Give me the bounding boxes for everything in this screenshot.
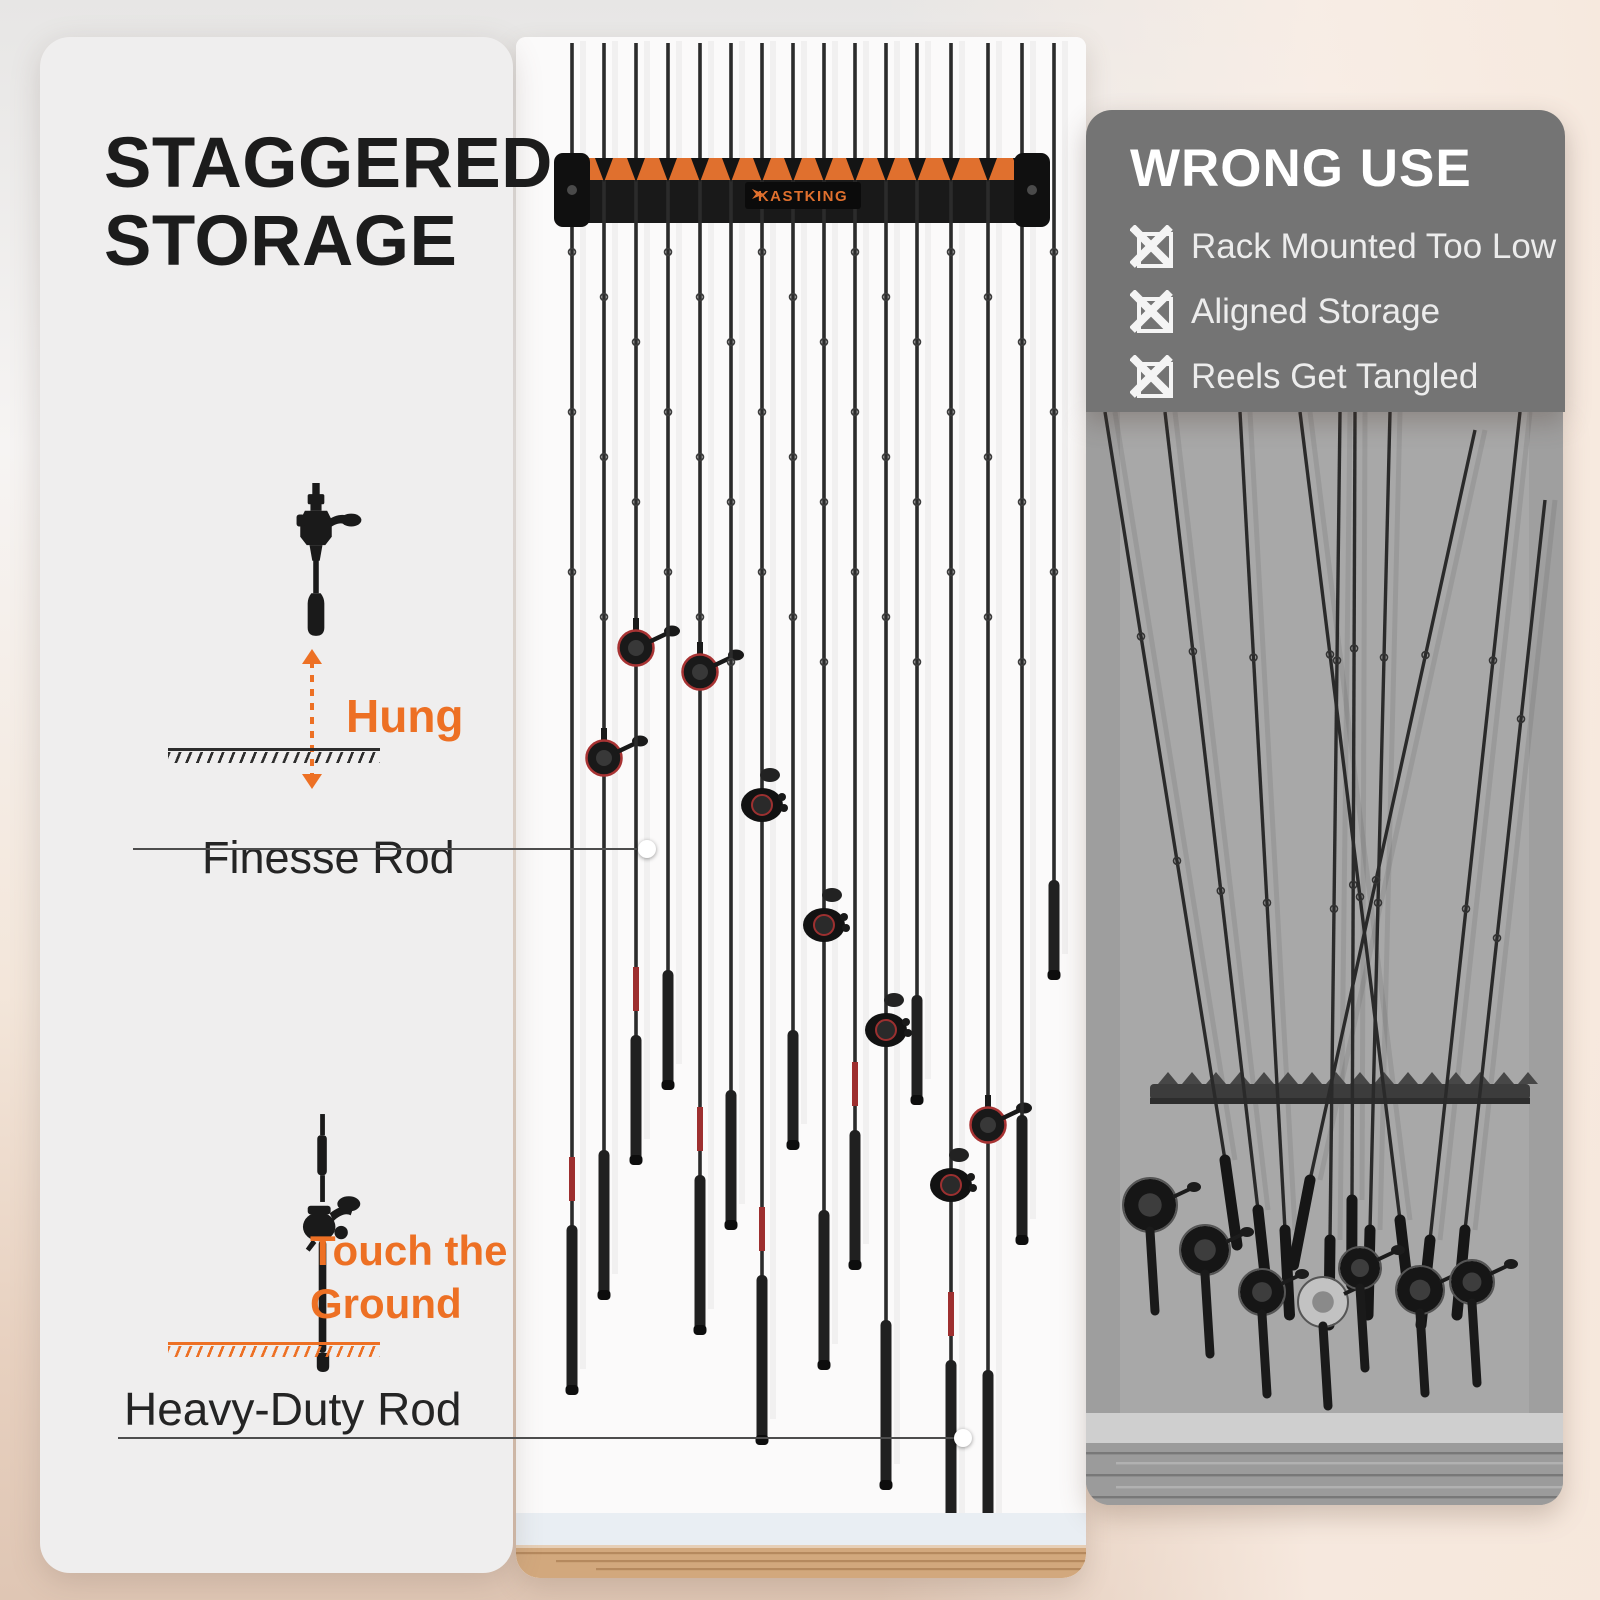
title-line-1: STAGGERED	[104, 124, 553, 203]
wrong-use-item-label: Reels Get Tangled	[1191, 357, 1479, 396]
wrong-use-photo	[1086, 412, 1563, 1505]
list-item: Aligned Storage	[1130, 290, 1565, 334]
title-line-2: STORAGE	[104, 202, 458, 281]
crossed-checkbox-icon	[1130, 355, 1173, 398]
rod-rack-photo-graphic: KASTKING	[516, 37, 1086, 1578]
hung-rod-icon	[296, 483, 362, 636]
heavy-duty-rod-label: Heavy-Duty Rod	[124, 1383, 462, 1435]
heavy-callout-line	[118, 1429, 972, 1447]
crossed-checkbox-icon	[1130, 225, 1173, 268]
wrong-use-title: WRONG USE	[1130, 139, 1472, 198]
finesse-rod-label: Finesse Rod	[202, 832, 455, 883]
hung-distance-arrow	[302, 649, 322, 789]
crossed-checkbox-icon	[1130, 290, 1173, 333]
staggered-storage-panel: STAGGERED STORAGE Hung Finesse Rod	[40, 37, 552, 1573]
staggered-storage-photo: KASTKING	[516, 37, 1086, 1578]
ground-line-hung	[168, 748, 380, 765]
list-item: Reels Get Tangled	[1130, 355, 1565, 399]
heavy-callout-dot	[954, 1429, 972, 1447]
page-title: STAGGERED STORAGE	[104, 125, 553, 281]
touch-the-ground-label: Touch the Ground	[310, 1227, 508, 1327]
wrong-use-list: Rack Mounted Too Low Aligned Storage Ree…	[1130, 225, 1565, 399]
finesse-callout-dot	[638, 840, 656, 858]
finesse-callout-line	[133, 840, 656, 858]
hung-label: Hung	[346, 690, 464, 742]
tangled-rods-photo-graphic	[1086, 412, 1563, 1505]
svg-text:KASTKING: KASTKING	[758, 188, 848, 205]
touch-ground-rod-icon	[302, 1114, 361, 1373]
wrong-use-item-label: Rack Mounted Too Low	[1191, 227, 1557, 266]
wrong-use-item-label: Aligned Storage	[1191, 292, 1441, 331]
wrong-use-panel: WRONG USE Rack Mounted Too Low Aligned S…	[1086, 110, 1565, 412]
ground-line-touch	[168, 1342, 380, 1359]
list-item: Rack Mounted Too Low	[1130, 225, 1565, 269]
